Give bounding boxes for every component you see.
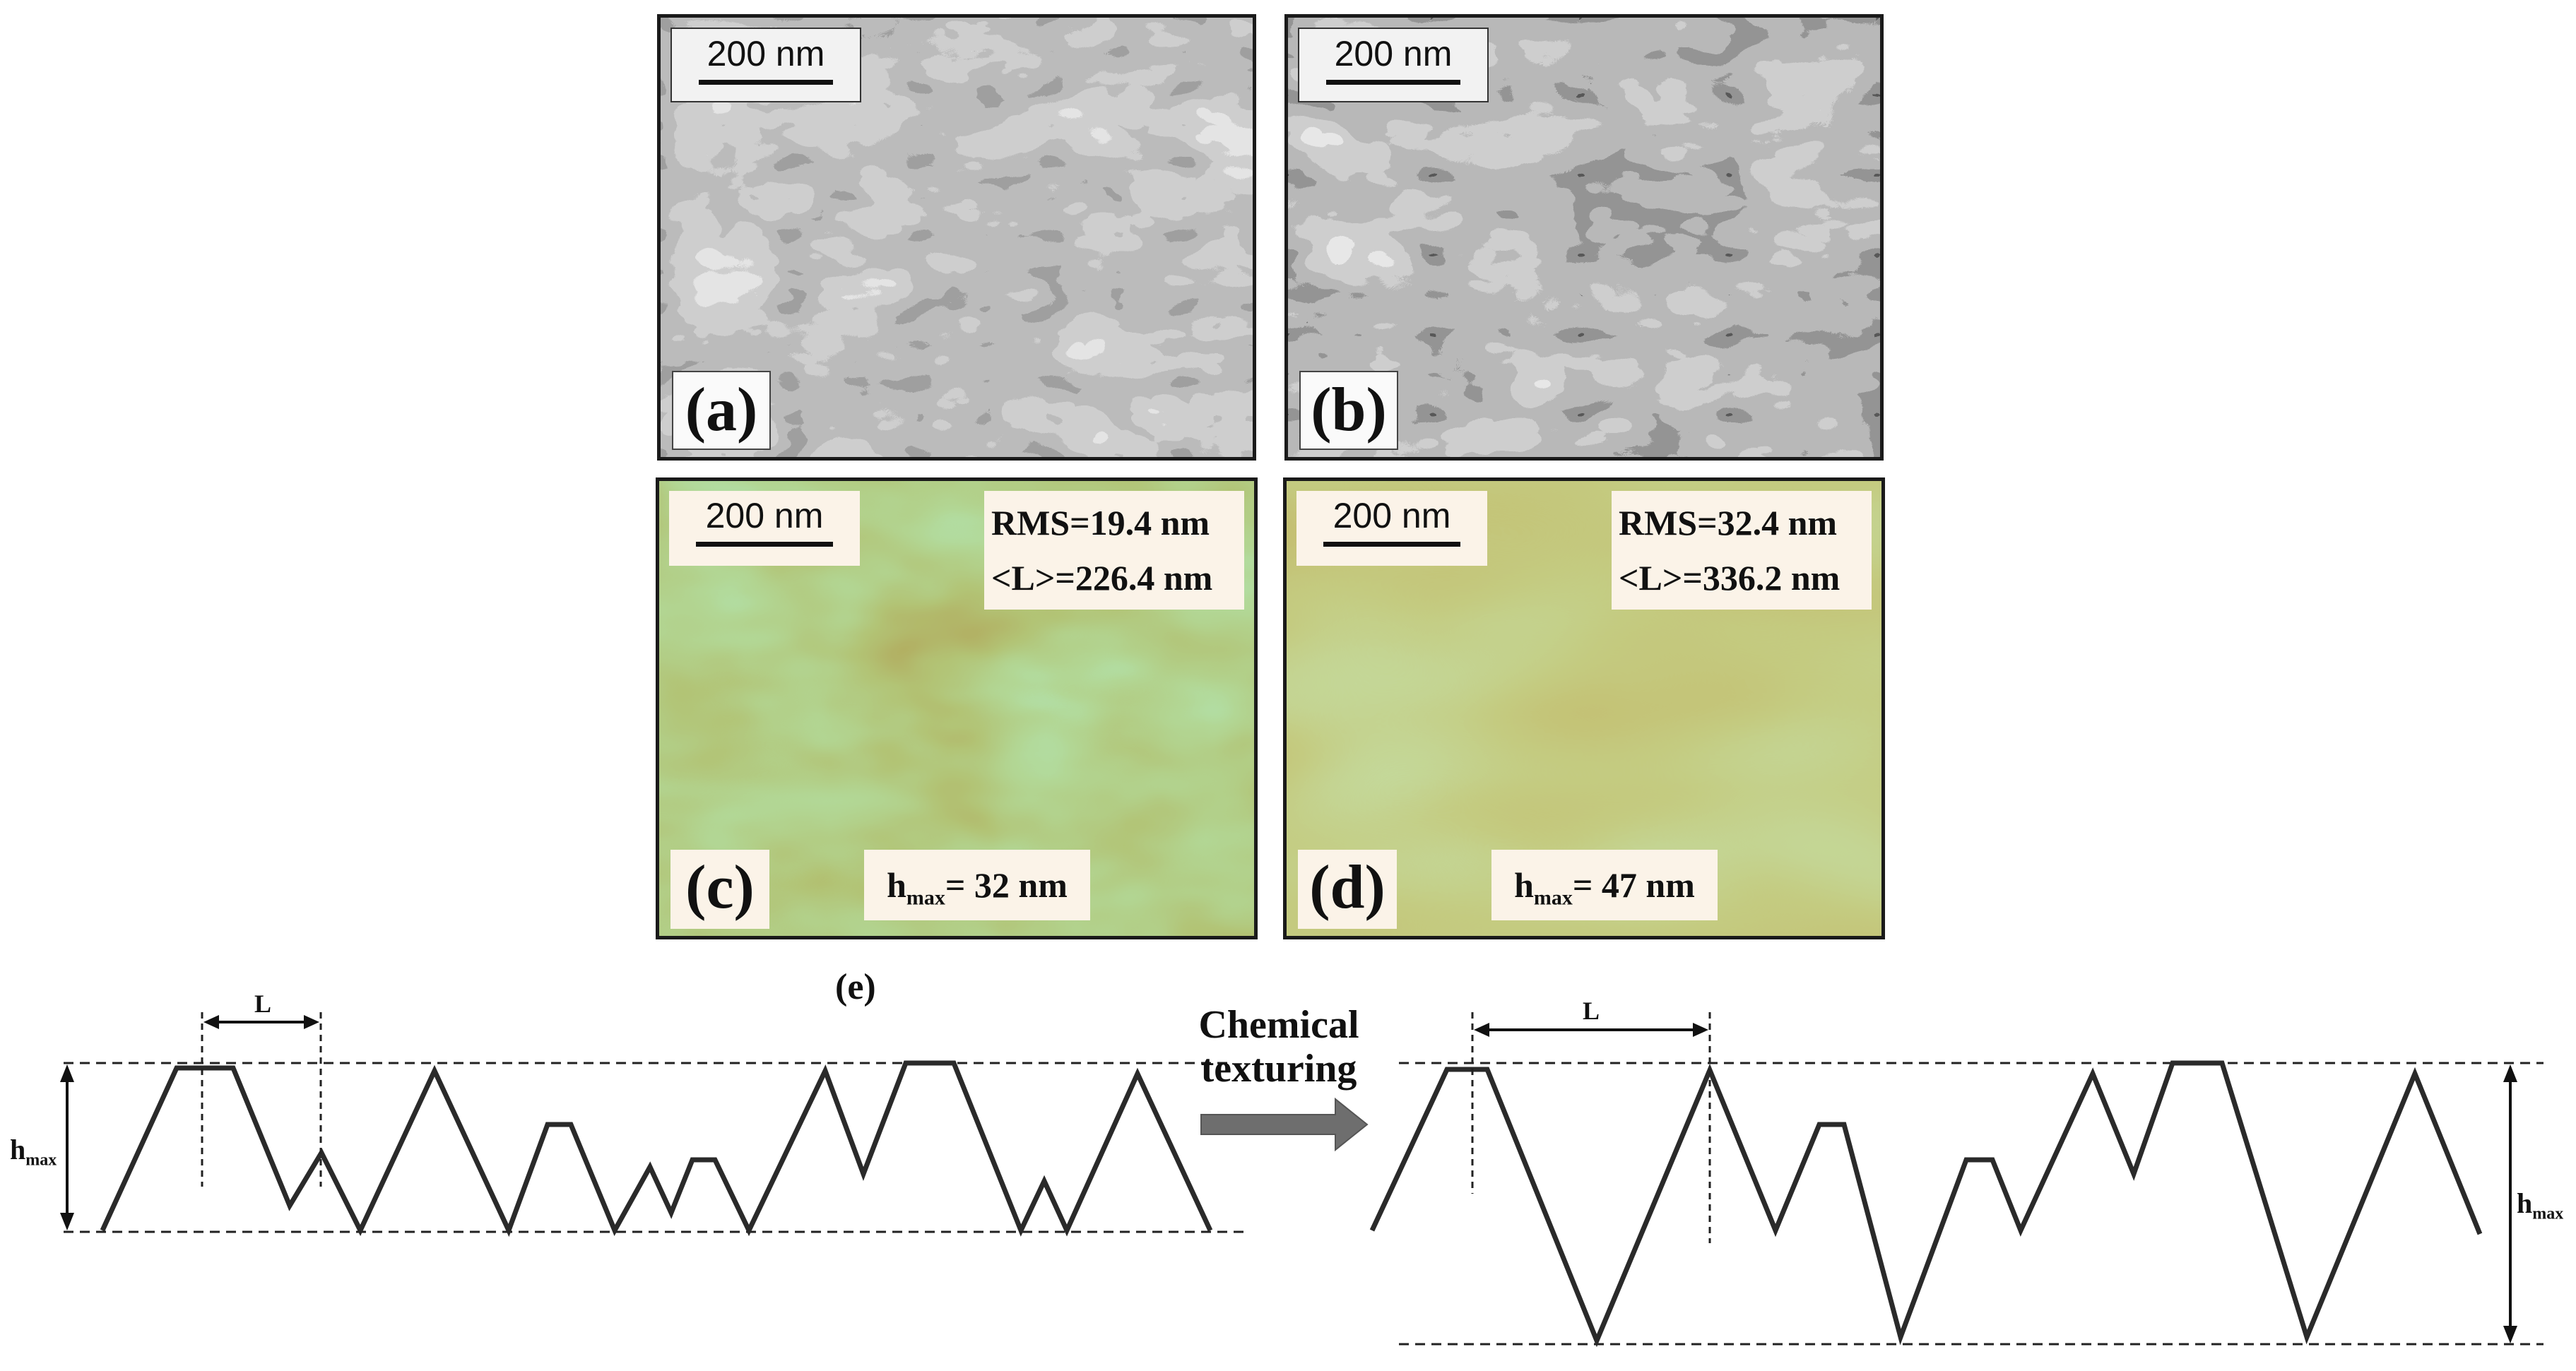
scale-bar: 200 nm	[1298, 28, 1489, 102]
hmax-symbol: h	[2517, 1187, 2533, 1219]
hmax-subscript: max	[1533, 886, 1573, 910]
scale-bar-line	[1323, 542, 1460, 547]
scale-bar-label: 200 nm	[707, 34, 825, 73]
roughness-stats-c: RMS=19.4 nm <L>=226.4 nm	[984, 491, 1244, 610]
scale-bar: 200 nm	[669, 491, 860, 566]
panel-label-a: (a)	[672, 371, 771, 450]
hmax-subscript: max	[25, 1151, 57, 1170]
scale-bar-line	[696, 542, 833, 547]
scale-bar-label: 200 nm	[1333, 496, 1451, 535]
panel-label-e: (e)	[835, 967, 876, 1007]
hmax-symbol: h	[1514, 865, 1534, 905]
afm-image-c: 200 nm RMS=19.4 nm <L>=226.4 nm hmax= 32…	[656, 477, 1258, 939]
roughness-stats-d: RMS=32.4 nm <L>=336.2 nm	[1612, 491, 1872, 610]
mean-length-value: <L>=226.4 nm	[991, 558, 1213, 598]
hmax-number: = 47 nm	[1572, 865, 1695, 905]
right-L-label: L	[1583, 997, 1600, 1025]
scale-bar-line	[1326, 80, 1460, 85]
arrow-label-line1: Chemical	[1198, 1003, 1359, 1047]
sem-image-a: 200 nm (a)	[657, 14, 1256, 461]
right-L-arrowhead-left	[1474, 1023, 1489, 1037]
panel-label-b: (b)	[1299, 371, 1398, 450]
mean-length-value: <L>=336.2 nm	[1619, 558, 1841, 598]
right-hmax-arrowhead-bottom	[2503, 1326, 2517, 1343]
hmax-value-c: hmax= 32 nm	[864, 850, 1090, 920]
scale-bar-line	[699, 80, 833, 85]
texturing-arrow-label: Chemical texturing	[1173, 1003, 1385, 1091]
left-hmax-arrowhead-bottom	[60, 1213, 74, 1230]
hmax-subscript: max	[2532, 1204, 2564, 1223]
left-L-arrowhead-right	[304, 1015, 319, 1029]
hmax-value-d: hmax= 47 nm	[1491, 850, 1718, 920]
panel-label-c: (c)	[670, 850, 769, 929]
profile-before-texturing	[100, 1060, 1213, 1238]
left-L-label: L	[254, 990, 272, 1018]
rms-value: RMS=19.4 nm	[991, 503, 1210, 542]
texturing-arrow	[1200, 1097, 1369, 1152]
afm-image-d: 200 nm RMS=32.4 nm <L>=336.2 nm hmax= 47…	[1283, 477, 1885, 939]
scale-bar: 200 nm	[670, 28, 861, 102]
scale-bar-label: 200 nm	[705, 496, 824, 535]
scale-bar: 200 nm	[1296, 491, 1487, 566]
right-hmax-arrowhead-top	[2503, 1064, 2517, 1082]
hmax-subscript: max	[906, 886, 945, 910]
rms-value: RMS=32.4 nm	[1619, 503, 1838, 542]
right-hmax-label: hmax	[2517, 1187, 2563, 1223]
arrow-label-line2: texturing	[1200, 1047, 1357, 1091]
profile-after-texturing	[1369, 1060, 2483, 1348]
left-hmax-arrowhead-top	[60, 1064, 74, 1082]
hmax-number: = 32 nm	[945, 865, 1068, 905]
scale-bar-label: 200 nm	[1334, 34, 1453, 73]
sem-image-b: 200 nm (b)	[1284, 14, 1884, 461]
left-hmax-label: hmax	[10, 1133, 57, 1170]
right-L-arrowhead-right	[1693, 1023, 1708, 1037]
left-L-arrowhead-left	[203, 1015, 219, 1029]
hmax-symbol: h	[10, 1134, 26, 1165]
hmax-symbol: h	[887, 865, 906, 905]
panel-label-d: (d)	[1298, 850, 1397, 929]
